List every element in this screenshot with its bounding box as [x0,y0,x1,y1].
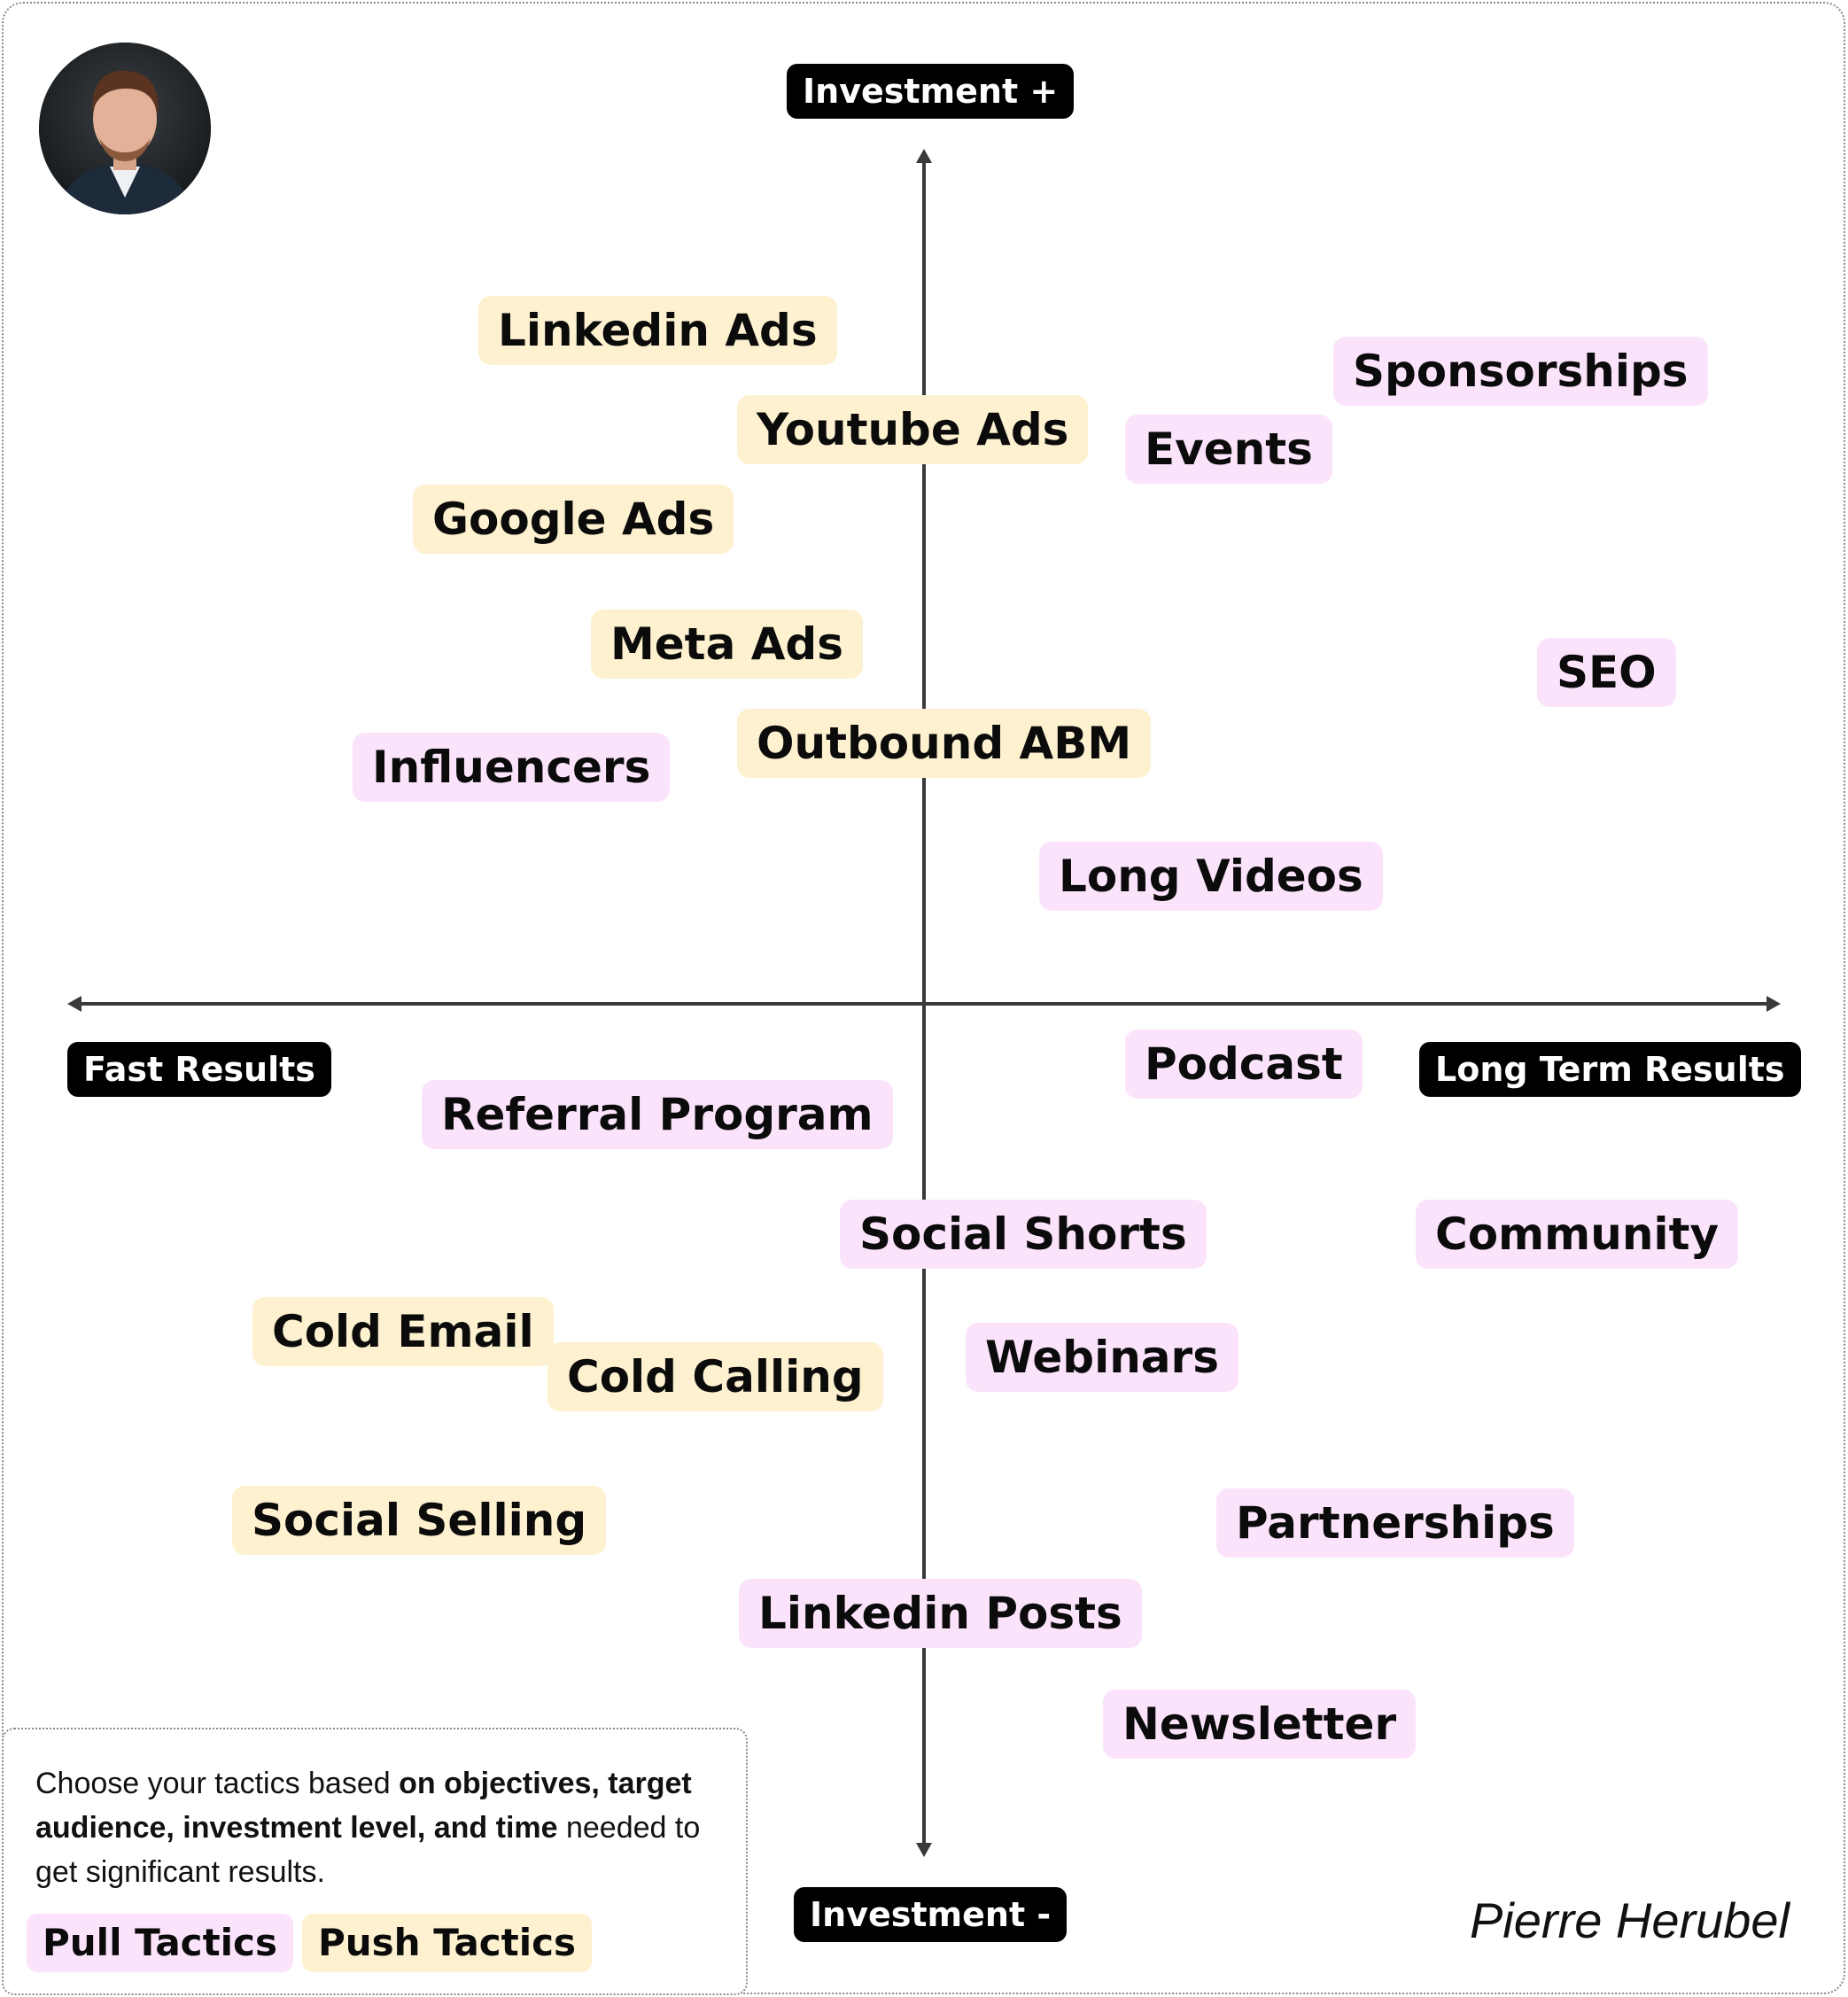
tactic-linkedin-posts: Linkedin Posts [739,1579,1142,1648]
tactic-long-videos: Long Videos [1039,842,1383,911]
axis-label-fast-results: Fast Results [67,1042,331,1097]
tactic-meta-ads: Meta Ads [591,610,863,679]
tactic-outbound-abm: Outbound ABM [737,709,1152,778]
tactic-cold-calling: Cold Calling [547,1342,883,1411]
author-signature: Pierre Herubel [1469,1892,1790,1948]
tactic-social-selling: Social Selling [232,1486,607,1555]
tactic-cold-email: Cold Email [252,1297,554,1366]
author-avatar [39,43,211,214]
tactic-podcast: Podcast [1125,1030,1363,1099]
legend-text-emphasis: on objectives, target audience, investme… [35,1767,692,1845]
tactic-influencers: Influencers [353,733,671,802]
legend-description: Choose your tactics based on objectives,… [35,1761,735,1894]
tactic-sponsorships: Sponsorships [1333,337,1708,406]
tactic-newsletter: Newsletter [1103,1690,1417,1759]
axis-label-investment-high: Investment + [787,64,1075,119]
legend-text-intro: Choose your tactics based [35,1767,400,1800]
tactic-youtube-ads: Youtube Ads [737,395,1089,464]
tactic-seo: SEO [1537,638,1676,707]
tactic-community: Community [1416,1200,1739,1269]
axis-label-investment-low: Investment - [794,1887,1068,1942]
tactic-referral-program: Referral Program [422,1080,893,1149]
tactic-linkedin-ads: Linkedin Ads [478,296,837,365]
legend-text-outro: needed to get significant results. [35,1811,701,1889]
tactic-events: Events [1125,415,1332,484]
axis-label-long-term-results: Long Term Results [1419,1042,1801,1097]
person-portrait-icon [39,43,211,214]
tactic-webinars: Webinars [966,1323,1238,1392]
tactic-partnerships: Partnerships [1216,1488,1574,1558]
tactic-google-ads: Google Ads [413,485,734,554]
tactic-social-shorts: Social Shorts [840,1200,1207,1269]
legend-push-tactics: Push Tactics [302,1914,593,1972]
legend-pull-tactics: Pull Tactics [27,1914,293,1972]
